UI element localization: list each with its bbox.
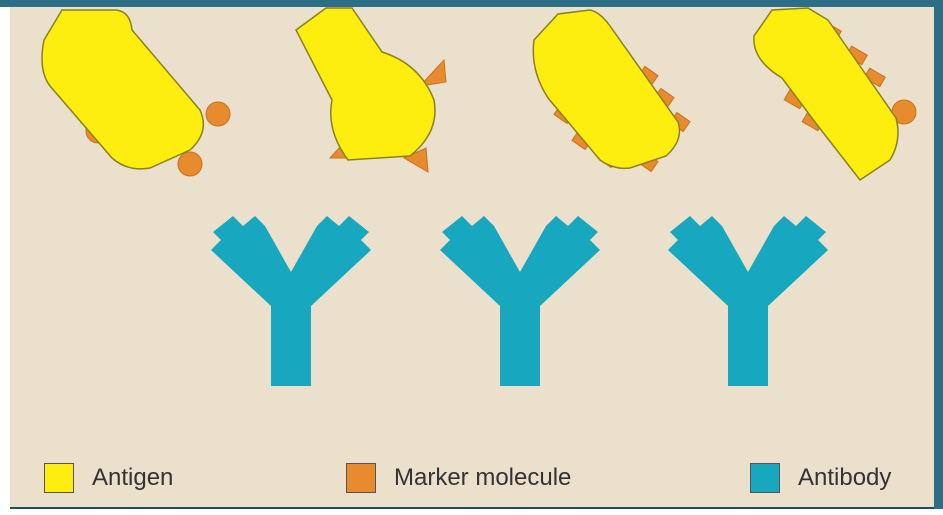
antigen-2	[296, 8, 446, 172]
legend-label: Antigen	[92, 464, 173, 492]
legend-item-marker: Marker molecule	[346, 460, 571, 496]
antigen-body	[533, 10, 679, 168]
marker-molecule	[206, 102, 230, 126]
antigen-body	[754, 8, 898, 180]
marker-molecule	[178, 152, 202, 176]
antigen-swatch	[44, 463, 74, 493]
legend-item-antibody: Antibody	[750, 460, 891, 496]
marker-swatch	[346, 463, 376, 493]
antigen-4	[754, 8, 916, 180]
antibody-1	[211, 216, 371, 386]
antigen-1	[42, 10, 230, 176]
legend-label: Marker molecule	[394, 464, 571, 492]
antigen-body	[296, 8, 435, 160]
antibody-swatch	[750, 463, 780, 493]
legend-label: Antibody	[798, 464, 891, 492]
antigen-body	[42, 10, 203, 169]
antibody-3	[668, 216, 828, 386]
antibody-2	[440, 216, 600, 386]
legend-item-antigen: Antigen	[44, 460, 173, 496]
antigen-3	[533, 10, 690, 172]
